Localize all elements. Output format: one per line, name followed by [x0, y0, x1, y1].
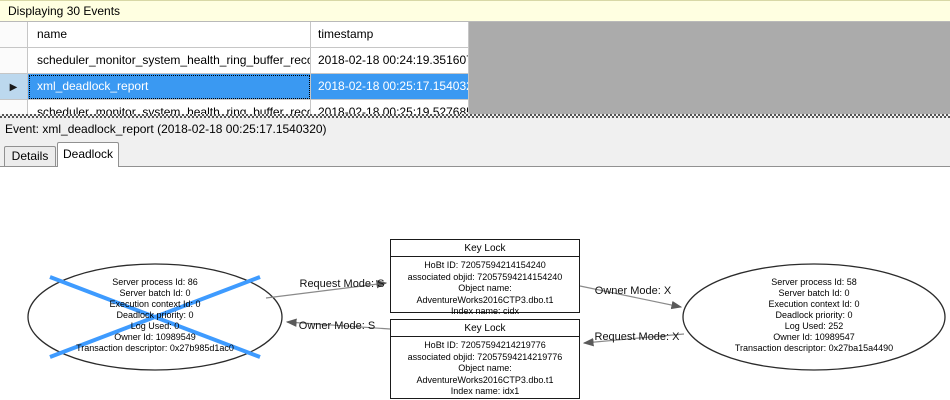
column-header-timestamp-label: timestamp — [318, 27, 374, 41]
events-count-label: Displaying 30 Events — [8, 4, 121, 18]
process-node-victim-text: Server process Id: 86 Server batch Id: 0… — [76, 277, 234, 353]
edge-label-owner-x: Owner Mode: X — [594, 285, 672, 297]
splitter-handle[interactable] — [0, 114, 950, 118]
deadlock-graph-canvas — [27, 263, 946, 371]
resource-node-keylock-top[interactable]: Key Lock HoBt ID: 72057594214154240 asso… — [390, 239, 580, 316]
resource-title: Key Lock — [391, 240, 579, 257]
column-header-name-label: name — [37, 27, 68, 41]
tab-deadlock-label: Deadlock — [62, 147, 114, 161]
column-header-timestamp[interactable]: timestamp — [311, 22, 469, 48]
tab-deadlock[interactable]: Deadlock — [57, 142, 119, 167]
event-row-timestamp[interactable]: 2018-02-18 00:24:19.3516078 — [311, 48, 469, 74]
event-row-timestamp-selected[interactable]: 2018-02-18 00:25:17.1540320 — [311, 74, 469, 100]
event-row-name[interactable]: scheduler_monitor_system_health_ring_buf… — [28, 48, 311, 74]
resource-details: HoBt ID: 72057594214219776 associated ob… — [407, 340, 563, 396]
edge-request-s-arrow — [265, 280, 388, 299]
edge-label-request-x: Request Mode: X — [594, 331, 680, 343]
resource-title: Key Lock — [391, 320, 579, 337]
event-name: scheduler_monitor_system_health_ring_buf… — [37, 105, 311, 114]
row-header[interactable] — [0, 100, 28, 114]
detail-tabstrip: Details Deadlock — [0, 140, 950, 167]
event-row-name-selected[interactable]: xml_deadlock_report — [28, 74, 311, 100]
event-name: scheduler_monitor_system_health_ring_buf… — [37, 53, 311, 67]
resource-details: HoBt ID: 72057594214154240 associated ob… — [407, 260, 563, 316]
event-timestamp: 2018-02-18 00:25:19.5276859 — [318, 105, 469, 114]
edge-request-x-arrow — [582, 333, 685, 347]
grid-corner-cell — [0, 22, 28, 48]
edge-label-request-s: Request Mode: S — [299, 278, 385, 290]
process-node-ellipse[interactable] — [682, 263, 946, 371]
process-node-text: Server process Id: 58 Server batch Id: 0… — [734, 277, 894, 353]
tab-details-label: Details — [11, 149, 49, 163]
edge-label-owner-s: Owner Mode: S — [298, 320, 376, 332]
selected-event-label: Event: xml_deadlock_report (2018-02-18 0… — [5, 122, 327, 136]
events-grid: name timestamp scheduler_monitor_system_… — [0, 22, 950, 114]
current-row-indicator-icon: ▶ — [9, 82, 18, 93]
selected-event-bar: Event: xml_deadlock_report (2018-02-18 0… — [0, 118, 950, 140]
victim-cross-icon — [49, 275, 261, 359]
event-name: xml_deadlock_report — [37, 79, 149, 93]
event-row-timestamp[interactable]: 2018-02-18 00:25:19.5276859 — [311, 100, 469, 114]
deadlock-graph-pane: Server process Id: 86 Server batch Id: 0… — [0, 166, 950, 400]
event-timestamp: 2018-02-18 00:24:19.3516078 — [318, 53, 469, 67]
events-count-bar: Displaying 30 Events — [0, 0, 950, 22]
event-timestamp: 2018-02-18 00:25:17.1540320 — [318, 79, 469, 93]
column-header-name[interactable]: name — [28, 22, 311, 48]
edge-owner-s-arrow — [285, 318, 391, 330]
event-row-name[interactable]: scheduler_monitor_system_health_ring_buf… — [28, 100, 311, 114]
resource-node-keylock-bottom[interactable]: Key Lock HoBt ID: 72057594214219776 asso… — [390, 319, 580, 399]
edge-owner-x-arrow — [579, 285, 683, 310]
row-header[interactable] — [0, 48, 28, 74]
tab-details[interactable]: Details — [4, 146, 56, 166]
row-header-current[interactable]: ▶ — [0, 74, 28, 100]
